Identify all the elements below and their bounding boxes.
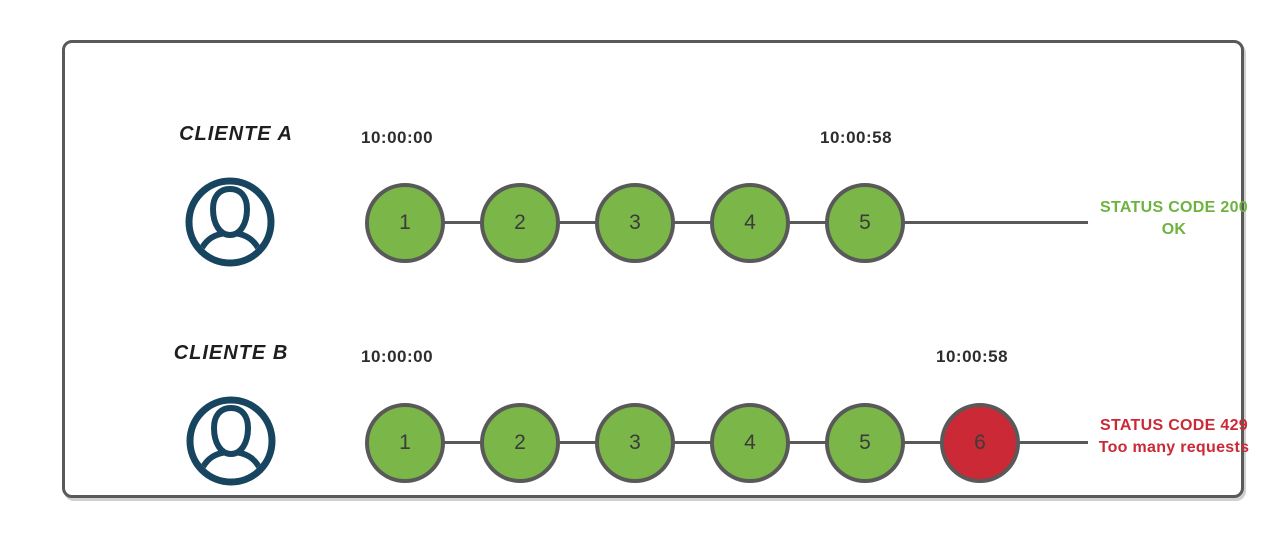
client-b-label: CLIENTE B xyxy=(173,342,289,364)
request-circle: 4 xyxy=(710,403,790,483)
request-number: 6 xyxy=(974,431,986,454)
client-a-end-timestamp: 10:00:58 xyxy=(820,128,893,147)
status-message-line: Too many requests xyxy=(1098,439,1250,456)
request-circle: 3 xyxy=(595,183,675,263)
request-circle: 5 xyxy=(825,403,905,483)
request-number: 3 xyxy=(629,431,641,454)
request-number: 2 xyxy=(514,211,526,234)
request-circle: 1 xyxy=(365,183,445,263)
request-circle-rejected: 6 xyxy=(940,403,1020,483)
diagram-frame: CLIENTE A 10:00:00 10:00:58 1 2 3 4 5 ST… xyxy=(62,40,1249,498)
request-circle: 4 xyxy=(710,183,790,263)
request-number: 1 xyxy=(399,431,411,454)
request-number: 5 xyxy=(859,431,871,454)
client-b-user-icon xyxy=(183,393,279,489)
request-circle: 5 xyxy=(825,183,905,263)
client-a-status-text: STATUS CODE 200 OK xyxy=(1092,197,1256,241)
request-number: 5 xyxy=(859,211,871,234)
request-number: 3 xyxy=(629,211,641,234)
status-message-line: OK xyxy=(1161,221,1187,238)
request-circle: 2 xyxy=(480,183,560,263)
client-b-status-text: STATUS CODE 429 Too many requests xyxy=(1092,415,1256,459)
request-number: 4 xyxy=(744,431,756,454)
client-a-user-icon xyxy=(182,174,278,270)
request-number: 4 xyxy=(744,211,756,234)
status-code-line: STATUS CODE 429 xyxy=(1100,417,1248,434)
request-circle: 2 xyxy=(480,403,560,483)
status-code-line: STATUS CODE 200 xyxy=(1100,199,1248,216)
request-number: 2 xyxy=(514,431,526,454)
client-b-end-timestamp: 10:00:58 xyxy=(936,347,1009,366)
request-circle: 1 xyxy=(365,403,445,483)
client-a-start-timestamp: 10:00:00 xyxy=(361,128,434,147)
client-b-start-timestamp: 10:00:00 xyxy=(361,347,434,366)
client-a-label: CLIENTE A xyxy=(179,123,293,145)
request-circle: 3 xyxy=(595,403,675,483)
request-number: 1 xyxy=(399,211,411,234)
